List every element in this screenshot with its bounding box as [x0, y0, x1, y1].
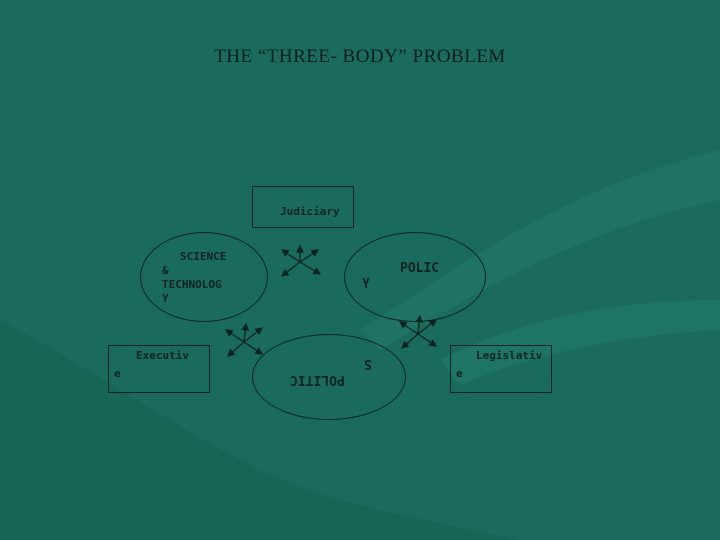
legislative-label-line2: e [456, 367, 463, 380]
science-technology-ellipse [140, 232, 268, 322]
science-label-line4: Y [162, 292, 169, 305]
executive-label-line1: Executiv [136, 349, 189, 362]
legislative-label-line1: Legislativ [476, 349, 543, 362]
policy-label-line2: Y [362, 277, 370, 292]
science-label-line3: TECHNOLOG [162, 278, 222, 291]
policy-label-line1: POLIC [400, 261, 440, 276]
science-label-line2: & [162, 264, 169, 277]
science-label-line1: SCIENCE [180, 250, 227, 263]
policy-ellipse [344, 232, 486, 322]
judiciary-label: Judiciary [280, 205, 340, 218]
arrow-cluster-right [398, 314, 438, 349]
politics-ellipse [252, 334, 406, 420]
legislative-box [450, 345, 552, 393]
judiciary-box [252, 186, 354, 228]
arrow-cluster-top [280, 244, 322, 277]
executive-label-line2: e [114, 367, 121, 380]
arrow-cluster-left [224, 322, 264, 357]
executive-box [108, 345, 210, 393]
page-title: THE “THREE- BODY” PROBLEM [214, 46, 506, 67]
